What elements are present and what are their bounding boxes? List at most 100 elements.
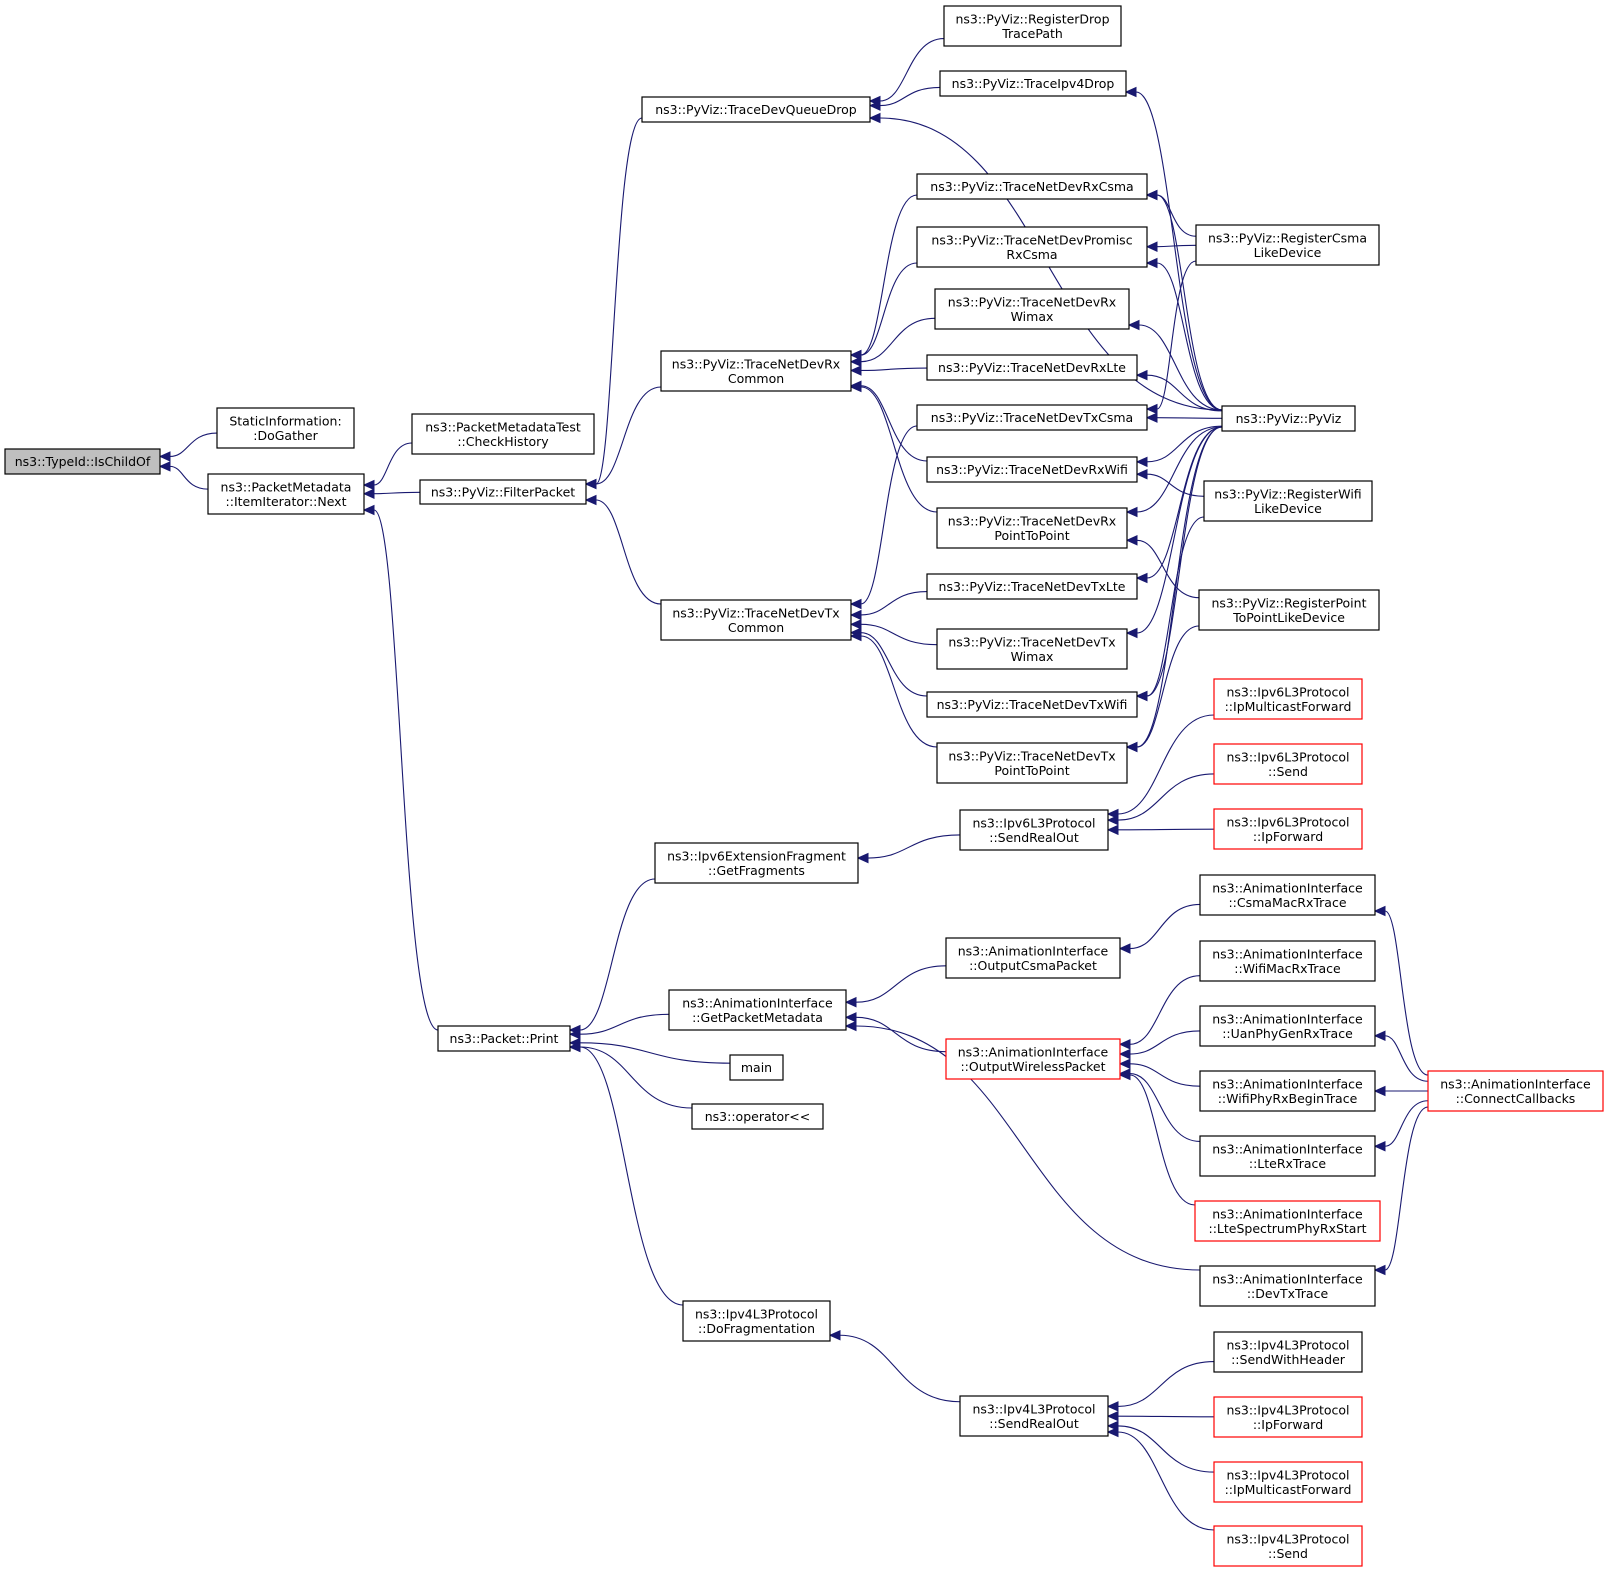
node-main[interactable]: main <box>729 1054 784 1081</box>
node-label: ::WifiMacRxTrace <box>1234 961 1341 976</box>
node-lte-spectrum-phy-rx-start[interactable]: ns3::AnimationInterface::LteSpectrumPhyR… <box>1194 1200 1381 1242</box>
node-tx-lte[interactable]: ns3::PyViz::TraceNetDevTxLte <box>926 573 1138 600</box>
node-box <box>926 573 1138 600</box>
node-box <box>916 404 1148 431</box>
node-trace-ipv4-drop[interactable]: ns3::PyViz::TraceIpv4Drop <box>939 70 1127 97</box>
edge-py-viz-to-rx-lte <box>1135 369 1223 412</box>
node-box <box>411 413 595 455</box>
node-register-p2-p[interactable]: ns3::PyViz::RegisterPointToPointLikeDevi… <box>1198 589 1380 631</box>
node-label: :DoGather <box>253 428 318 443</box>
node-label: TracePath <box>1001 26 1063 41</box>
node-operator-shl[interactable]: ns3::operator<< <box>691 1103 824 1130</box>
node-get-packet-metadata[interactable]: ns3::AnimationInterface::GetPacketMetada… <box>668 989 847 1031</box>
edge-py-viz-to-rx-csma <box>1145 189 1223 411</box>
arrowhead-icon <box>1106 824 1119 836</box>
node-output-wireless-packet[interactable]: ns3::AnimationInterface::OutputWirelessP… <box>945 1038 1121 1080</box>
node-label: ns3::PyViz::TraceNetDevRxWifi <box>936 462 1128 477</box>
node-do-gather[interactable]: StaticInformation::DoGather <box>216 407 355 449</box>
node-rx-csma[interactable]: ns3::PyViz::TraceNetDevRxCsma <box>916 173 1148 200</box>
node-label: ::IpMulticastForward <box>1225 699 1352 714</box>
node-output-csma-packet[interactable]: ns3::AnimationInterface::OutputCsmaPacke… <box>945 937 1121 979</box>
node-lte-rx-trace[interactable]: ns3::AnimationInterface::LteRxTrace <box>1199 1135 1376 1177</box>
node-check-history[interactable]: ns3::PacketMetadataTest::CheckHistory <box>411 413 595 455</box>
edge-ipv6-ip-forward-to-ipv6-send-real-out <box>1106 824 1215 836</box>
node-ipv4-ip-multicast-forward[interactable]: ns3::Ipv4L3Protocol::IpMulticastForward <box>1213 1461 1363 1503</box>
node-py-viz[interactable]: ns3::PyViz::PyViz <box>1221 405 1356 432</box>
node-filter-packet[interactable]: ns3::PyViz::FilterPacket <box>419 479 587 505</box>
node-label: ns3::PacketMetadata <box>221 479 352 494</box>
edge-py-viz-to-rx-wifi <box>1135 425 1223 468</box>
node-label: ns3::AnimationInterface <box>1440 1076 1591 1091</box>
arrowhead-icon <box>568 1028 581 1040</box>
node-ipv6-send-real-out[interactable]: ns3::Ipv6L3Protocol::SendRealOut <box>959 809 1109 851</box>
edge-filter-packet-to-it-next <box>362 488 421 499</box>
arrowhead-icon <box>849 619 862 630</box>
node-label: ns3::PyViz::TraceNetDevTx <box>948 748 1115 763</box>
node-tx-wifi[interactable]: ns3::PyViz::TraceNetDevTxWifi <box>926 691 1138 718</box>
node-label: ns3::PyViz::TraceNetDevTxLte <box>939 579 1126 594</box>
node-trace-dev-queue-drop[interactable]: ns3::PyViz::TraceDevQueueDrop <box>641 96 871 123</box>
node-wifi-phy-rx-begin-trace[interactable]: ns3::AnimationInterface::WifiPhyRxBeginT… <box>1199 1070 1376 1112</box>
node-label: ::IpForward <box>1253 829 1323 844</box>
edge-ipv6-send-to-ipv6-send-real-out <box>1106 773 1215 826</box>
node-box <box>654 842 859 884</box>
node-tx-csma[interactable]: ns3::PyViz::TraceNetDevTxCsma <box>916 404 1148 431</box>
node-box <box>945 937 1121 979</box>
node-ipv4-send[interactable]: ns3::Ipv4L3Protocol::Send <box>1213 1525 1363 1567</box>
node-label: PointToPoint <box>994 528 1069 543</box>
node-label: ns3::PyViz::RegisterPoint <box>1212 595 1367 610</box>
node-box <box>1213 1331 1363 1373</box>
node-label: ns3::PyViz::RegisterWifi <box>1214 486 1361 501</box>
edge-py-viz-to-tx-csma <box>1145 412 1223 423</box>
node-label: ns3::Packet::Print <box>450 1031 559 1046</box>
node-label: ::WifiPhyRxBeginTrace <box>1218 1091 1358 1106</box>
node-csma-mac-rx-trace[interactable]: ns3::AnimationInterface::CsmaMacRxTrace <box>1199 874 1376 916</box>
node-label: ::ConnectCallbacks <box>1456 1091 1576 1106</box>
arrowhead-icon <box>1125 741 1138 753</box>
node-box <box>691 1103 824 1130</box>
node-ipv6-ip-multicast-forward[interactable]: ns3::Ipv6L3Protocol::IpMulticastForward <box>1213 678 1363 720</box>
node-connect-callbacks[interactable]: ns3::AnimationInterface::ConnectCallback… <box>1427 1070 1604 1112</box>
node-wifi-mac-rx-trace[interactable]: ns3::AnimationInterface::WifiMacRxTrace <box>1199 940 1376 982</box>
node-label: ::GetFragments <box>708 863 805 878</box>
node-packet-print[interactable]: ns3::Packet::Print <box>437 1025 571 1052</box>
node-ipv4-send-real-out[interactable]: ns3::Ipv4L3Protocol::SendRealOut <box>959 1395 1109 1437</box>
node-box <box>916 173 1148 200</box>
edge-rx-csma-to-rx-common <box>849 194 918 361</box>
node-label: ns3::PyViz::TraceNetDevTx <box>672 605 839 620</box>
node-label: ::GetPacketMetadata <box>692 1010 823 1025</box>
node-label: ::SendWithHeader <box>1231 1352 1346 1367</box>
node-ipv6-send[interactable]: ns3::Ipv6L3Protocol::Send <box>1213 743 1363 785</box>
arrowhead-icon <box>828 1329 841 1341</box>
edge-ipv4-ip-multicast-forward-to-ipv4-send-real-out <box>1106 1420 1215 1473</box>
node-is-child-of[interactable]: ns3::TypeId::IsChildOf <box>4 448 161 475</box>
edge-ipv4-send-real-out-to-do-fragmentation <box>828 1329 961 1403</box>
node-ipv4-send-with-header[interactable]: ns3::Ipv4L3Protocol::SendWithHeader <box>1213 1331 1363 1373</box>
node-label: ::Send <box>1268 1546 1308 1561</box>
node-ipv4-ip-forward[interactable]: ns3::Ipv4L3Protocol::IpForward <box>1213 1396 1363 1438</box>
node-get-fragments[interactable]: ns3::Ipv6ExtensionFragment::GetFragments <box>654 842 859 884</box>
node-uan-phy-gen-rx-trace[interactable]: ns3::AnimationInterface::UanPhyGenRxTrac… <box>1199 1005 1376 1047</box>
node-dev-tx-trace[interactable]: ns3::AnimationInterface::DevTxTrace <box>1199 1265 1376 1307</box>
node-label: ::SendRealOut <box>989 1416 1079 1431</box>
node-label: ns3::AnimationInterface <box>1212 1011 1363 1026</box>
node-do-fragmentation[interactable]: ns3::Ipv4L3Protocol::DoFragmentation <box>682 1300 831 1342</box>
node-rx-wifi[interactable]: ns3::PyViz::TraceNetDevRxWifi <box>926 456 1138 483</box>
edge-csma-mac-rx-trace-to-output-csma-packet <box>1118 903 1201 954</box>
node-label: ::LteRxTrace <box>1249 1156 1327 1171</box>
node-it-next[interactable]: ns3::PacketMetadata::ItemIterator::Next <box>207 473 365 515</box>
node-ipv6-ip-forward[interactable]: ns3::Ipv6L3Protocol::IpForward <box>1213 808 1363 850</box>
arrowhead-icon <box>868 112 881 124</box>
node-rx-lte[interactable]: ns3::PyViz::TraceNetDevRxLte <box>926 354 1138 381</box>
node-label: ns3::Ipv4L3Protocol <box>1226 1531 1349 1546</box>
